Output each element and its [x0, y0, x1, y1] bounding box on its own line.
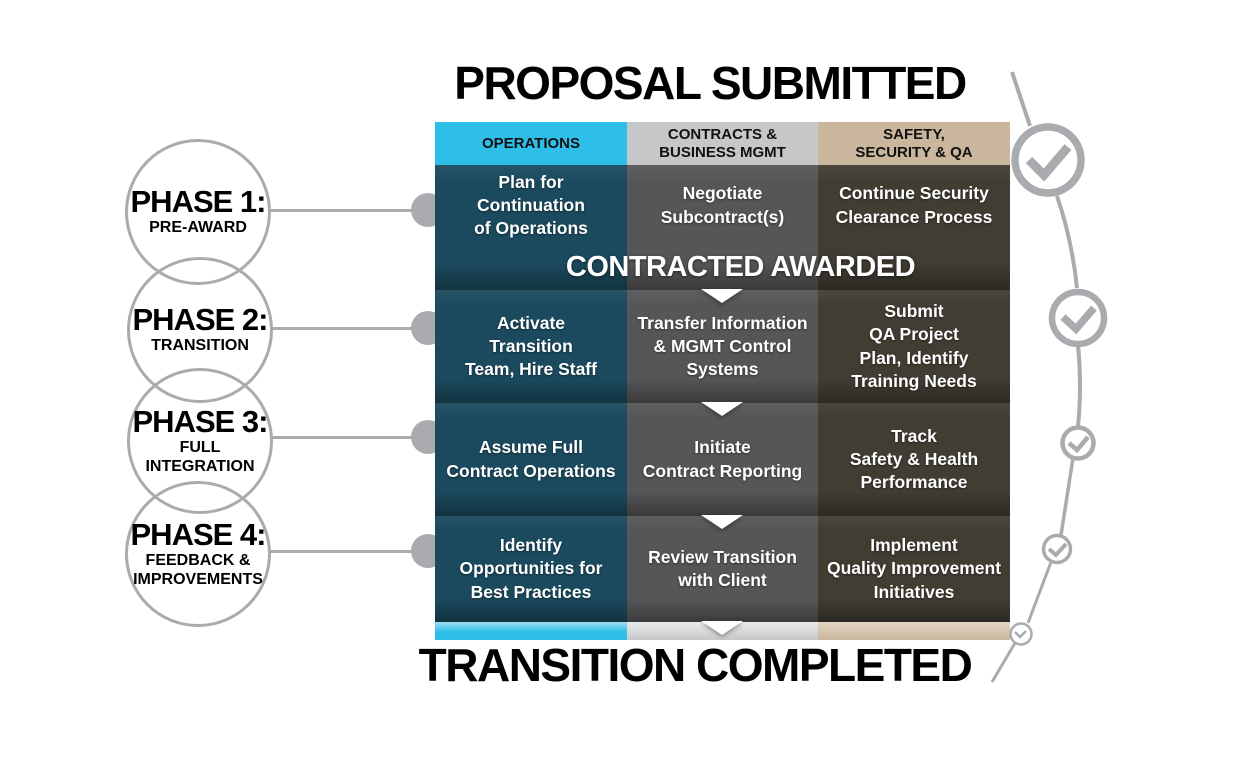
cell-phase3-safety: Track Safety & Health Performance	[818, 403, 1010, 516]
cell-text: Submit QA Project Plan, Identify Trainin…	[851, 301, 977, 391]
chain-line	[1076, 344, 1082, 428]
footer-strip-safety	[818, 622, 1010, 640]
cell-phase1-operations: Plan for Continuation of Operations	[435, 165, 627, 290]
phase-3-connector-line	[271, 436, 415, 439]
cell-phase2-operations: Activate Transition Team, Hire Staff	[435, 290, 627, 403]
check-mark-medium	[1060, 305, 1097, 335]
phase-2-circle: PHASE 2: TRANSITION	[127, 257, 273, 403]
phase-4-subtitle: FEEDBACK & IMPROVEMENTS	[133, 552, 263, 588]
phase-matrix: OPERATIONS CONTRACTS & BUSINESS MGMT SAF…	[435, 122, 1010, 640]
phase-2-title: PHASE 2:	[132, 302, 269, 338]
down-arrow-icon	[701, 402, 743, 416]
cell-text: Initiate Contract Reporting	[642, 437, 803, 481]
clock-hands	[1014, 630, 1027, 639]
chain-line	[1026, 561, 1053, 624]
cell-text: Negotiate Subcontract(s)	[660, 183, 785, 227]
column-header-safety: SAFETY, SECURITY & QA	[818, 122, 1010, 165]
phase-2-subtitle: TRANSITION	[151, 337, 249, 355]
down-arrow-icon	[701, 621, 743, 635]
down-arrow-icon	[701, 289, 743, 303]
cell-phase4-contracts: Review Transition with Client	[627, 516, 818, 622]
cell-phase3-contracts: Initiate Contract Reporting	[627, 403, 818, 516]
cell-phase4-operations: Identify Opportunities for Best Practice…	[435, 516, 627, 622]
phase-3-title: PHASE 3:	[132, 404, 269, 440]
contracted-awarded-banner: CONTRACTED AWARDED	[565, 251, 916, 283]
matrix-row-phase-2: Activate Transition Team, Hire Staff Tra…	[435, 290, 1010, 403]
bottom-title: TRANSITION COMPLETED	[418, 639, 973, 691]
check-mark-xsmall	[1047, 542, 1068, 558]
matrix-header-row: OPERATIONS CONTRACTS & BUSINESS MGMT SAF…	[435, 122, 1010, 165]
matrix-row-phase-3: Assume Full Contract Operations Initiate…	[435, 403, 1010, 516]
phase-4-title: PHASE 4:	[130, 517, 267, 553]
cell-text: Transfer Information & MGMT Control Syst…	[637, 312, 808, 380]
phase-3-subtitle: FULL INTEGRATION	[145, 439, 255, 475]
cell-phase1-safety: Continue Security Clearance Process	[818, 165, 1010, 290]
clock-icon	[1009, 622, 1033, 646]
down-arrow-icon	[701, 515, 743, 529]
cell-text: Track Safety & Health Performance	[849, 425, 979, 493]
top-title: PROPOSAL SUBMITTED	[454, 57, 967, 109]
phase-4-connector-line	[269, 550, 415, 553]
check-icon-xsmall	[1041, 533, 1073, 565]
cell-phase1-contracts: Negotiate Subcontract(s)	[627, 165, 818, 290]
footer-strip-operations	[435, 622, 627, 640]
cell-phase3-operations: Assume Full Contract Operations	[435, 403, 627, 516]
check-mark-large	[1025, 144, 1072, 182]
cell-phase4-safety: Implement Quality Improvement Initiative…	[818, 516, 1010, 622]
phase-1-subtitle: PRE-AWARD	[149, 219, 247, 237]
phase-2-connector-line	[271, 327, 415, 330]
column-header-operations: OPERATIONS	[435, 122, 627, 165]
check-mark-small	[1067, 435, 1090, 454]
cell-phase2-safety: Submit QA Project Plan, Identify Trainin…	[818, 290, 1010, 403]
phase-1-title: PHASE 1:	[130, 184, 267, 220]
phase-1-connector-line	[269, 209, 415, 212]
cell-text: Assume Full Contract Operations	[446, 437, 616, 481]
cell-text: Implement Quality Improvement Initiative…	[826, 535, 1002, 602]
chain-line	[1059, 457, 1075, 536]
check-icon-small	[1060, 425, 1096, 461]
matrix-row-phase-1: Plan for Continuation of Operations Nego…	[435, 165, 1010, 290]
cell-text: Activate Transition Team, Hire Staff	[465, 312, 597, 380]
column-header-contracts: CONTRACTS & BUSINESS MGMT	[627, 122, 818, 165]
matrix-row-phase-4: Identify Opportunities for Best Practice…	[435, 516, 1010, 622]
phase-4-circle: PHASE 4: FEEDBACK & IMPROVEMENTS	[125, 481, 271, 627]
cell-text: Review Transition with Client	[648, 546, 797, 590]
check-icon-medium	[1048, 288, 1108, 348]
cell-text: Identify Opportunities for Best Practice…	[459, 535, 603, 602]
cell-text: Plan for Continuation of Operations	[474, 171, 588, 239]
cell-phase2-contracts: Transfer Information & MGMT Control Syst…	[627, 290, 818, 403]
cell-text: Continue Security Clearance Process	[835, 183, 993, 227]
chain-line	[1055, 195, 1079, 289]
check-icon-large	[1011, 123, 1085, 197]
